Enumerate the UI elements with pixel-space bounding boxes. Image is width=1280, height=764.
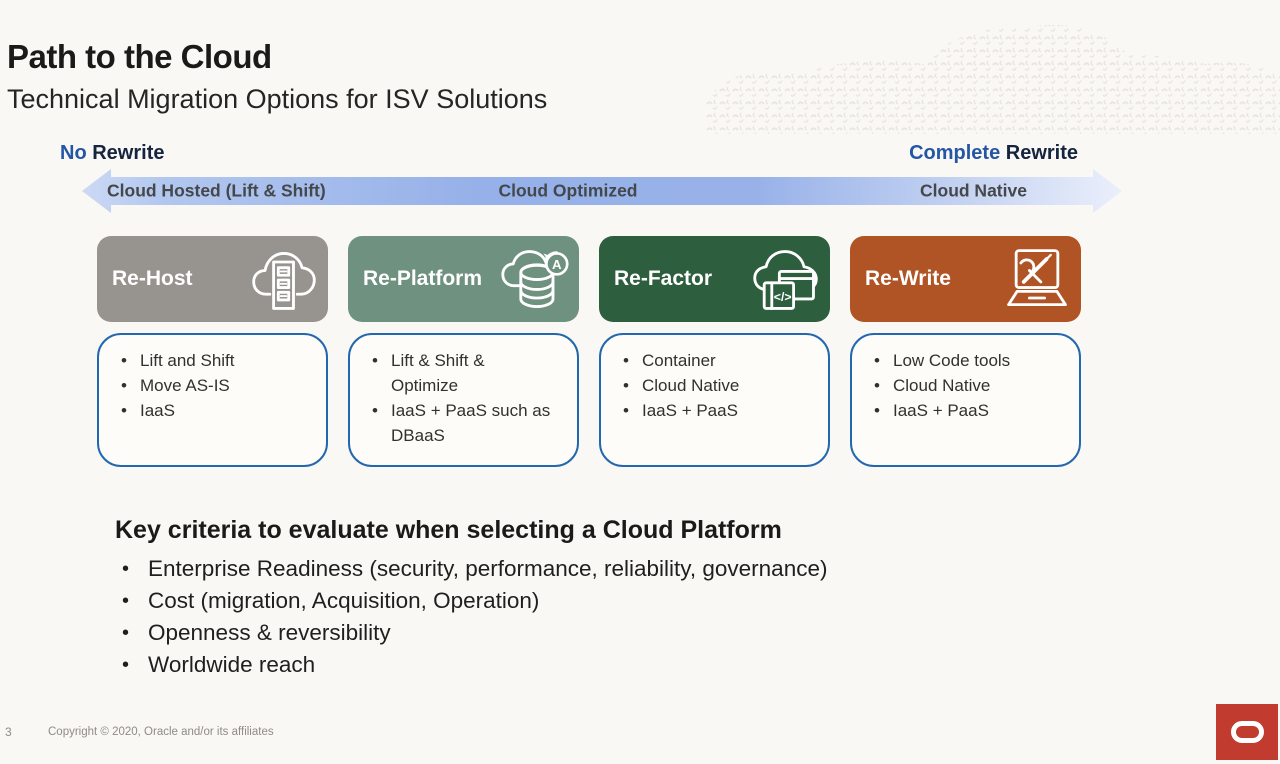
slide-subtitle: Technical Migration Options for ISV Solu… <box>7 84 548 114</box>
option-detail-box: Lift and ShiftMove AS-ISIaaS <box>97 333 328 467</box>
option-bullet-item: Lift and Shift <box>121 348 302 373</box>
option-detail-box: Lift & Shift & OptimizeIaaS + PaaS such … <box>348 333 579 467</box>
option-bullet-item: IaaS + PaaS such as DBaaS <box>372 398 553 448</box>
option-bullet-item: Lift & Shift & Optimize <box>372 348 553 398</box>
option-bullets: Lift & Shift & OptimizeIaaS + PaaS such … <box>372 348 567 448</box>
option-bullet-item: Low Code tools <box>874 348 1055 373</box>
spectrum-left-label: No Rewrite <box>60 142 164 165</box>
oracle-logo <box>1216 704 1278 760</box>
option-detail-box: ContainerCloud NativeIaaS + PaaS <box>599 333 830 467</box>
option-title: Re-Host <box>112 267 193 290</box>
options-row: Re-Host Lift and ShiftMove AS-ISIaaS Re-… <box>97 236 1081 467</box>
slide-title: Path to the Cloud <box>7 38 272 75</box>
svg-text:A: A <box>552 257 562 272</box>
criteria-bullet-item: Worldwide reach <box>115 649 1055 681</box>
option-title: Re-Factor <box>614 267 713 290</box>
option-bullet-item: Cloud Native <box>874 373 1055 398</box>
option-title: Re-Write <box>865 267 951 290</box>
criteria-bullet-item: Cost (migration, Acquisition, Operation) <box>115 585 1055 617</box>
page-number: 3 <box>5 725 12 739</box>
cloud-database-refresh-icon: A <box>499 242 571 318</box>
option-bullets: Low Code toolsCloud NativeIaaS + PaaS <box>874 348 1069 423</box>
option-bullet-item: IaaS + PaaS <box>874 398 1055 423</box>
criteria-heading: Key criteria to evaluate when selecting … <box>115 516 782 544</box>
option-bullet-item: IaaS <box>121 398 302 423</box>
option-bullet-item: IaaS + PaaS <box>623 398 804 423</box>
option-header: Re-Factor </> <box>599 236 830 322</box>
option-header: Re-Platform A <box>348 236 579 322</box>
criteria-bullet-item: Openness & reversibility <box>115 617 1055 649</box>
oracle-o-icon <box>1230 721 1264 743</box>
option-column: Re-Host Lift and ShiftMove AS-ISIaaS <box>97 236 328 467</box>
option-column: Re-Platform A Lift & Shift & OptimizeIaa… <box>348 236 579 467</box>
option-column: Re-Factor </> ContainerCloud NativeIaaS … <box>599 236 830 467</box>
spectrum-left-rest: Rewrite <box>92 142 165 164</box>
option-header: Re-Write <box>850 236 1081 322</box>
svg-text:</>: </> <box>774 290 792 304</box>
option-bullet-item: Container <box>623 348 804 373</box>
spectrum-left-accent: No <box>60 142 87 164</box>
copyright-text: Copyright © 2020, Oracle and/or its affi… <box>48 726 274 738</box>
arrow-label-0: Cloud Hosted (Lift & Shift) <box>107 180 326 201</box>
option-bullet-item: Cloud Native <box>623 373 804 398</box>
laptop-tools-icon <box>1001 242 1073 318</box>
option-bullets: ContainerCloud NativeIaaS + PaaS <box>623 348 818 423</box>
option-title: Re-Platform <box>363 267 483 290</box>
migration-spectrum-arrow: Cloud Hosted (Lift & Shift) Cloud Optimiz… <box>82 167 1122 215</box>
option-bullet-item: Move AS-IS <box>121 373 302 398</box>
arrow-labels: Cloud Hosted (Lift & Shift) Cloud Optimiz… <box>82 167 1122 215</box>
option-detail-box: Low Code toolsCloud NativeIaaS + PaaS <box>850 333 1081 467</box>
dot-texture-decoration <box>705 24 1280 134</box>
option-header: Re-Host <box>97 236 328 322</box>
cloud-code-window-icon: </> <box>750 242 822 318</box>
spectrum-right-label: Complete Rewrite <box>909 142 1078 165</box>
spectrum-right-accent: Complete <box>909 142 1001 164</box>
arrow-label-1: Cloud Optimized <box>498 180 638 201</box>
cloud-server-icon <box>248 242 320 318</box>
criteria-bullet-item: Enterprise Readiness (security, performa… <box>115 553 1055 585</box>
option-bullets: Lift and ShiftMove AS-ISIaaS <box>121 348 316 423</box>
double-arrow-shape <box>82 169 1122 213</box>
option-column: Re-Write Low Code toolsCloud NativeIaaS … <box>850 236 1081 467</box>
criteria-list: Enterprise Readiness (security, performa… <box>115 553 1055 681</box>
key-criteria-section: Key criteria to evaluate when selecting … <box>115 516 1055 681</box>
spectrum-right-rest: Rewrite <box>1005 142 1078 164</box>
arrow-label-2: Cloud Native <box>920 180 1027 201</box>
